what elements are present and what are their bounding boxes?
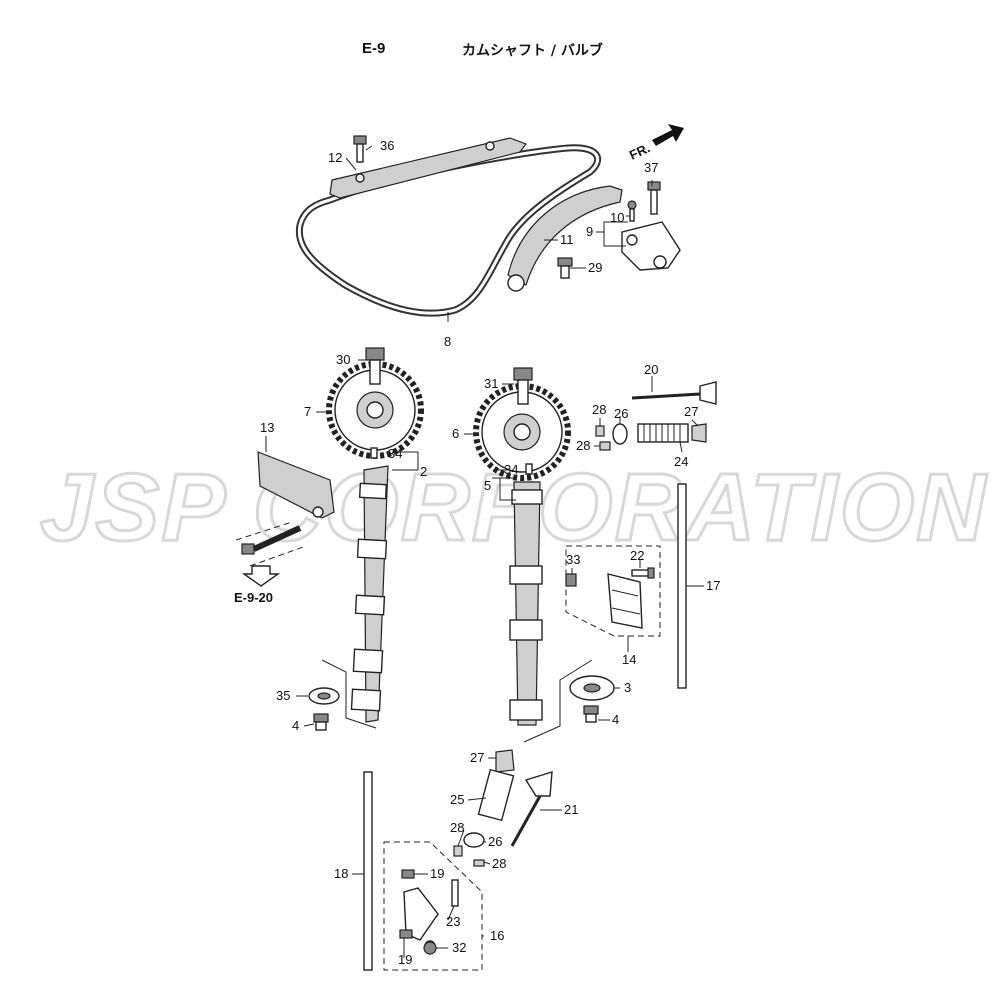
nut-32[interactable] bbox=[423, 941, 437, 955]
label-23: 23 bbox=[446, 914, 460, 929]
spring-24[interactable] bbox=[637, 423, 689, 443]
cotter-28a[interactable] bbox=[595, 425, 605, 437]
clip-19b[interactable] bbox=[399, 929, 413, 939]
seal-35[interactable] bbox=[308, 687, 340, 705]
valve-21[interactable] bbox=[510, 771, 553, 847]
chain-guide-upper[interactable] bbox=[329, 137, 527, 199]
label-37: 37 bbox=[644, 160, 658, 175]
label-21: 21 bbox=[564, 802, 578, 817]
cam-plate-13[interactable] bbox=[257, 451, 335, 519]
label-19b: 19 bbox=[398, 952, 412, 967]
bolt-23[interactable] bbox=[451, 879, 459, 907]
cotter-28d[interactable] bbox=[473, 859, 485, 867]
clip-19a[interactable] bbox=[401, 869, 415, 879]
bolt-31[interactable] bbox=[513, 367, 533, 405]
bracket-2 bbox=[321, 659, 377, 729]
label-28a: 28 bbox=[592, 402, 606, 417]
front-direction-arrow: FR. bbox=[627, 124, 684, 163]
label-5: 5 bbox=[484, 478, 491, 493]
rocker-arm-set-14[interactable] bbox=[607, 573, 643, 629]
label-28c: 28 bbox=[450, 820, 464, 835]
label-26a: 26 bbox=[614, 406, 628, 421]
reference-arrow bbox=[241, 565, 281, 587]
label-7: 7 bbox=[304, 404, 311, 419]
label-34b: 34 bbox=[504, 462, 518, 477]
bolt-29[interactable] bbox=[557, 257, 573, 279]
label-6: 6 bbox=[452, 426, 459, 441]
cotter-28b[interactable] bbox=[599, 441, 611, 451]
dowel-pin-34a[interactable] bbox=[370, 447, 378, 459]
page-code: E-9 bbox=[362, 40, 386, 57]
rocker-arm-set-16[interactable] bbox=[403, 887, 439, 952]
label-13: 13 bbox=[260, 420, 274, 435]
label-4b: 4 bbox=[612, 712, 619, 727]
bolt-37[interactable] bbox=[647, 181, 661, 215]
spring-25[interactable] bbox=[477, 768, 515, 822]
label-8: 8 bbox=[444, 334, 451, 349]
label-14: 14 bbox=[622, 652, 636, 667]
label-22: 22 bbox=[630, 548, 644, 563]
seal-26a[interactable] bbox=[612, 423, 628, 445]
bolt-30[interactable] bbox=[365, 347, 385, 385]
label-35: 35 bbox=[276, 688, 290, 703]
dowel-pin-34b[interactable] bbox=[525, 463, 533, 475]
leader-lines bbox=[265, 145, 704, 958]
label-33: 33 bbox=[566, 552, 580, 567]
label-29: 29 bbox=[588, 260, 602, 275]
bolt-10[interactable] bbox=[627, 200, 637, 222]
chain-tensioner-arm[interactable] bbox=[507, 185, 623, 292]
label-30: 30 bbox=[336, 352, 350, 367]
bracket-5 bbox=[523, 659, 593, 743]
pushrod-17[interactable] bbox=[677, 483, 687, 689]
bolt-e9-20[interactable] bbox=[241, 525, 302, 555]
label-18: 18 bbox=[334, 866, 348, 881]
page-title: カムシャフト / バルブ bbox=[462, 43, 603, 59]
label-11: 11 bbox=[560, 232, 574, 247]
pushrod-18[interactable] bbox=[363, 771, 373, 971]
label-31: 31 bbox=[484, 376, 498, 391]
bolt-36[interactable] bbox=[353, 135, 367, 163]
label-28d: 28 bbox=[492, 856, 506, 871]
label-9: 9 bbox=[586, 224, 593, 239]
label-27a: 27 bbox=[684, 404, 698, 419]
label-28b: 28 bbox=[576, 438, 590, 453]
label-27b: 27 bbox=[470, 750, 484, 765]
label-20: 20 bbox=[644, 362, 658, 377]
cotter-28c[interactable] bbox=[453, 845, 463, 857]
retainer-27b[interactable] bbox=[495, 749, 515, 773]
seal-26b[interactable] bbox=[463, 832, 485, 848]
label-34a: 34 bbox=[388, 446, 402, 461]
retainer-27a[interactable] bbox=[691, 423, 707, 443]
valve-20[interactable] bbox=[631, 381, 717, 405]
label-16: 16 bbox=[490, 928, 504, 943]
nut-33[interactable] bbox=[565, 573, 577, 587]
label-24: 24 bbox=[674, 454, 688, 469]
timing-chain[interactable] bbox=[295, 144, 602, 317]
plug-4b[interactable] bbox=[583, 705, 599, 723]
label-10: 10 bbox=[610, 210, 624, 225]
reference-label[interactable]: E-9-20 bbox=[234, 590, 273, 605]
camshaft-2[interactable] bbox=[350, 465, 389, 723]
label-2: 2 bbox=[420, 464, 427, 479]
sprocket-6[interactable] bbox=[473, 383, 571, 481]
bracket-14 bbox=[565, 545, 661, 637]
sprocket-7[interactable] bbox=[326, 361, 424, 459]
label-32: 32 bbox=[452, 940, 466, 955]
label-25: 25 bbox=[450, 792, 464, 807]
label-12: 12 bbox=[328, 150, 342, 165]
chain-tensioner[interactable] bbox=[621, 221, 681, 271]
bracket-16 bbox=[383, 841, 483, 971]
camshaft-5[interactable] bbox=[509, 481, 543, 726]
label-36: 36 bbox=[380, 138, 394, 153]
label-4a: 4 bbox=[292, 718, 299, 733]
label-19a: 19 bbox=[430, 866, 444, 881]
label-17: 17 bbox=[706, 578, 720, 593]
seal-3[interactable] bbox=[569, 675, 615, 701]
label-26b: 26 bbox=[488, 834, 502, 849]
plug-4a[interactable] bbox=[313, 713, 329, 731]
label-3: 3 bbox=[624, 680, 631, 695]
bolt-22[interactable] bbox=[631, 567, 655, 579]
callout-labels: 36 12 37 10 9 11 29 8 30 31 20 7 28 26 2… bbox=[260, 138, 720, 967]
